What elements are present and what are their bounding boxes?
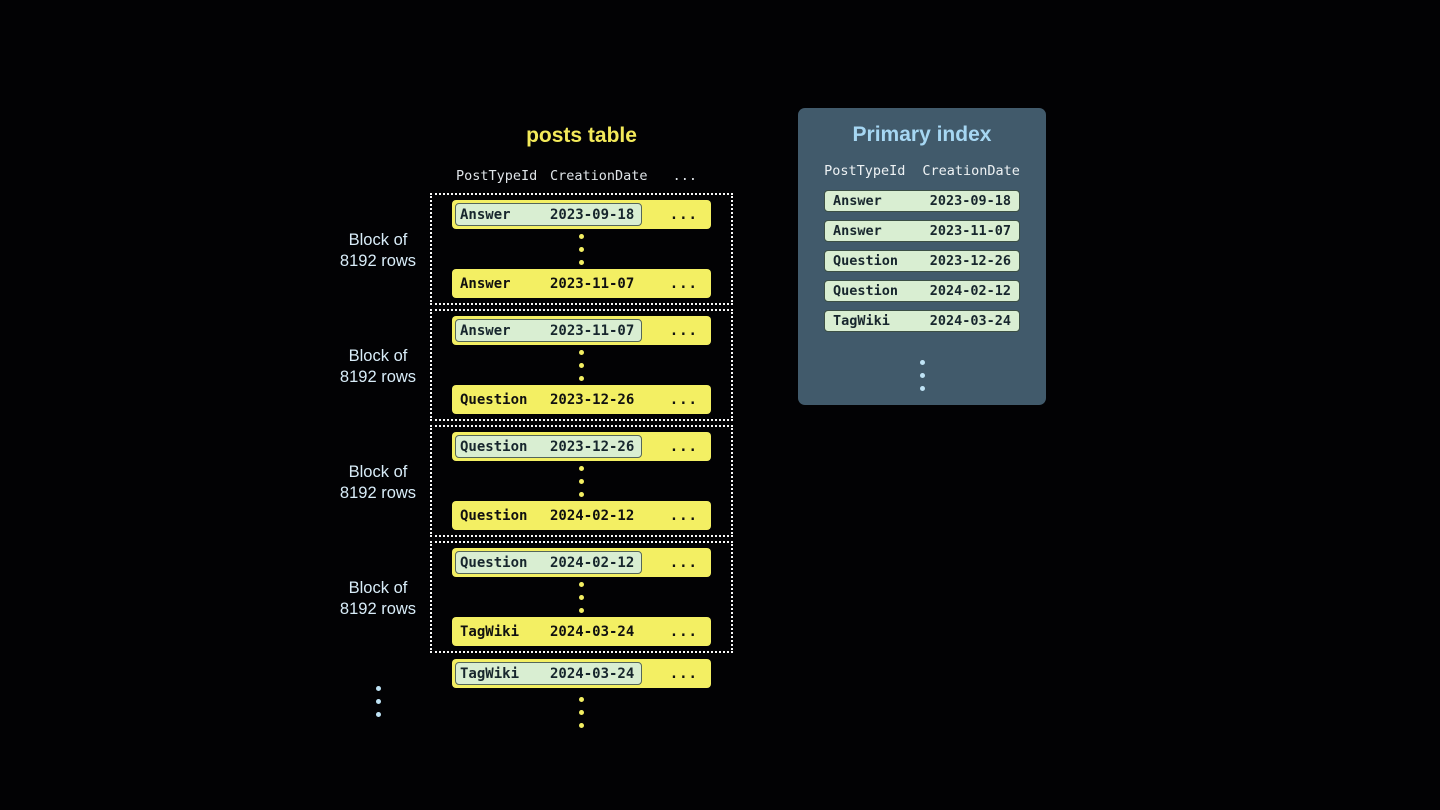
column-header-posttypeid: PostTypeId — [456, 168, 538, 184]
column-header-creationdate: CreationDate — [550, 168, 648, 184]
cell-post-type: Answer — [460, 206, 511, 223]
block-label-line1: Block of — [348, 231, 408, 249]
cell-ellipsis: ... — [669, 507, 698, 524]
cell-ellipsis: ... — [669, 206, 698, 223]
vertical-ellipsis-icon — [452, 577, 711, 617]
primary-index-panel: Primary index PostTypeId CreationDate An… — [798, 108, 1046, 405]
primary-index-column-headers: PostTypeId CreationDate — [824, 163, 1020, 179]
primary-index-rows: Answer 2023-09-18 Answer 2023-11-07 Ques… — [824, 190, 1020, 332]
index-row: Question 2023-12-26 — [824, 250, 1020, 272]
posts-table-column-headers: PostTypeId CreationDate ... — [452, 166, 711, 186]
cell-creation-date: 2023-12-26 — [550, 391, 635, 408]
cell-creation-date: 2024-02-12 — [929, 283, 1011, 299]
cell-post-type: Question — [833, 253, 899, 269]
cell-ellipsis: ... — [669, 623, 698, 640]
cell-post-type: Answer — [460, 275, 511, 292]
cell-ellipsis: ... — [669, 438, 698, 455]
vertical-ellipsis-icon — [330, 686, 426, 717]
indexed-row-highlight: TagWiki 2024-03-24 — [455, 662, 643, 685]
cell-post-type: Question — [460, 554, 528, 571]
cell-ellipsis: ... — [669, 665, 698, 682]
cell-post-type: Answer — [833, 193, 882, 209]
block-label-4: Block of 8192 rows — [330, 578, 426, 620]
table-row-block2-first: Answer 2023-11-07 ... — [452, 316, 711, 345]
cell-post-type: Question — [460, 391, 528, 408]
cell-creation-date: 2023-09-18 — [550, 206, 635, 223]
cell-creation-date: 2024-03-24 — [929, 313, 1011, 329]
cell-post-type: Question — [460, 438, 528, 455]
indexed-row-highlight: Answer 2023-09-18 — [455, 203, 643, 226]
table-row-block3-first: Question 2023-12-26 ... — [452, 432, 711, 461]
vertical-ellipsis-icon — [452, 461, 711, 501]
table-row-block1-last: Answer 2023-11-07 ... — [452, 269, 711, 298]
block-label-2: Block of 8192 rows — [330, 346, 426, 388]
cell-post-type: Question — [833, 283, 899, 299]
row-block-4: Question 2024-02-12 ... TagWiki 2024-03-… — [430, 541, 733, 653]
vertical-ellipsis-icon — [452, 229, 711, 269]
index-row: Answer 2023-09-18 — [824, 190, 1020, 212]
cell-creation-date: 2024-03-24 — [550, 665, 635, 682]
column-header-ellipsis: ... — [672, 168, 697, 184]
table-row-block4-last: TagWiki 2024-03-24 ... — [452, 617, 711, 646]
posts-table-title: posts table — [526, 124, 637, 147]
block-label-line2: 8192 rows — [339, 484, 417, 502]
primary-index-title: Primary index — [852, 123, 992, 146]
column-header-posttypeid: PostTypeId — [824, 163, 906, 179]
vertical-ellipsis-icon — [430, 697, 733, 728]
table-row-block2-last: Question 2023-12-26 ... — [452, 385, 711, 414]
cell-creation-date: 2023-11-07 — [929, 223, 1011, 239]
block-label-1: Block of 8192 rows — [330, 230, 426, 272]
table-row-block4-first: Question 2024-02-12 ... — [452, 548, 711, 577]
indexed-row-highlight: Question 2023-12-26 — [455, 435, 643, 458]
table-row-block3-last: Question 2024-02-12 ... — [452, 501, 711, 530]
cell-creation-date: 2023-12-26 — [929, 253, 1011, 269]
cell-post-type: TagWiki — [833, 313, 890, 329]
cell-creation-date: 2024-03-24 — [550, 623, 635, 640]
vertical-ellipsis-icon — [919, 346, 925, 405]
block-label-line2: 8192 rows — [339, 252, 417, 270]
index-row: Answer 2023-11-07 — [824, 220, 1020, 242]
block-label-line2: 8192 rows — [339, 600, 417, 618]
index-row: Question 2024-02-12 — [824, 280, 1020, 302]
vertical-ellipsis-icon — [452, 345, 711, 385]
block-label-line1: Block of — [348, 347, 408, 365]
index-row: TagWiki 2024-03-24 — [824, 310, 1020, 332]
cell-creation-date: 2023-11-07 — [550, 322, 635, 339]
cell-post-type: Answer — [460, 322, 511, 339]
cell-post-type: TagWiki — [460, 665, 520, 682]
block-label-3: Block of 8192 rows — [330, 462, 426, 504]
cell-creation-date: 2023-09-18 — [929, 193, 1011, 209]
block-label-line1: Block of — [348, 579, 408, 597]
row-block-3: Question 2023-12-26 ... Question 2024-02… — [430, 425, 733, 537]
cell-post-type: Question — [460, 507, 528, 524]
cell-creation-date: 2023-12-26 — [550, 438, 635, 455]
cell-creation-date: 2024-02-12 — [550, 554, 635, 571]
block-label-line2: 8192 rows — [339, 368, 417, 386]
row-block-1: Answer 2023-09-18 ... Answer 2023-11-07 … — [430, 193, 733, 305]
table-row-overflow: TagWiki 2024-03-24 ... — [452, 659, 711, 688]
block-label-line1: Block of — [348, 463, 408, 481]
cell-creation-date: 2024-02-12 — [550, 507, 635, 524]
cell-ellipsis: ... — [669, 391, 698, 408]
cell-post-type: Answer — [833, 223, 882, 239]
indexed-row-highlight: Answer 2023-11-07 — [455, 319, 643, 342]
column-header-creationdate: CreationDate — [922, 163, 1020, 179]
cell-ellipsis: ... — [669, 275, 698, 292]
cell-ellipsis: ... — [669, 322, 698, 339]
cell-ellipsis: ... — [669, 554, 698, 571]
row-block-2: Answer 2023-11-07 ... Question 2023-12-2… — [430, 309, 733, 421]
indexed-row-highlight: Question 2024-02-12 — [455, 551, 643, 574]
cell-post-type: TagWiki — [460, 623, 520, 640]
table-row-block1-first: Answer 2023-09-18 ... — [452, 200, 711, 229]
cell-creation-date: 2023-11-07 — [550, 275, 635, 292]
